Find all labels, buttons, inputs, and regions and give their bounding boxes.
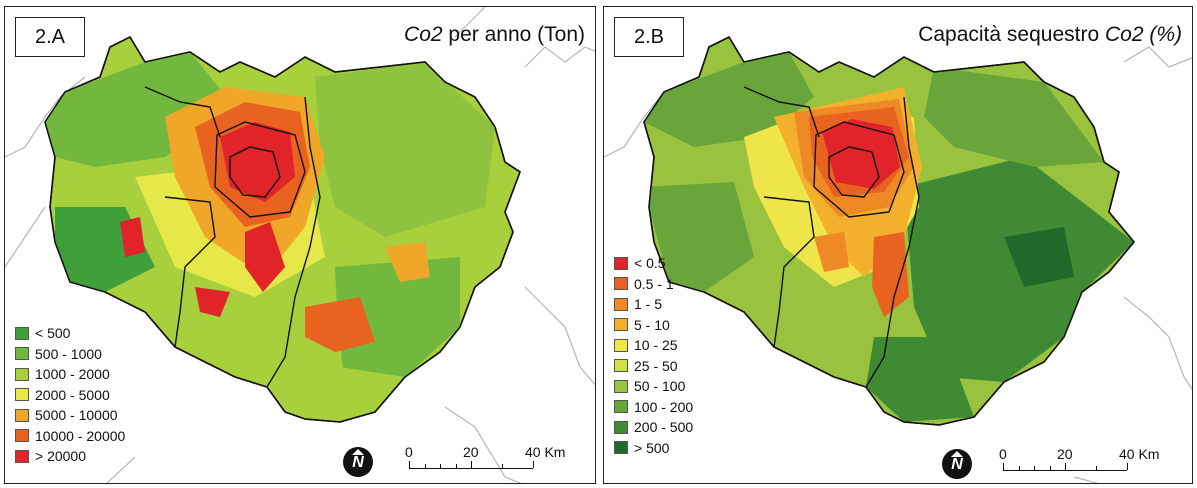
scale-line: [409, 468, 533, 469]
legend-label: 50 - 100: [634, 378, 686, 395]
scale-tick: [440, 464, 441, 468]
legend-label: 5000 - 10000: [35, 407, 118, 424]
legend-label: 200 - 500: [634, 419, 694, 436]
legend-item: < 500: [15, 323, 125, 344]
legend-item: 100 - 200: [614, 397, 693, 418]
panel-id-label: 2.A: [15, 17, 85, 57]
legend-item: 2000 - 5000: [15, 385, 125, 406]
legend-item: 10 - 25: [614, 335, 693, 356]
legend: < 0.5 0.5 - 1 1 - 5 5 - 10 10 - 25 25 - 50 50 …: [614, 253, 693, 458]
legend-label: > 500: [634, 439, 670, 456]
map-panel-co2-sequestration: 2.B Capacità sequestro Co2 (%) < 0.5 0.5 …: [603, 6, 1193, 484]
scale-tick: [1127, 463, 1128, 470]
legend-swatch: [614, 297, 628, 311]
map-title-italic: Co2 (%): [1104, 23, 1182, 46]
legend-swatch: [15, 326, 29, 340]
department-borders: [643, 36, 1135, 426]
choropleth-map: [5, 7, 595, 483]
scale-tick: [1003, 463, 1004, 470]
department-borders: [44, 36, 521, 423]
legend-swatch: [614, 359, 628, 373]
legend-label: < 0.5: [634, 255, 666, 272]
legend-label: 5 - 10: [634, 316, 670, 333]
legend-label: 2000 - 5000: [35, 386, 110, 403]
legend-label: 0.5 - 1: [634, 275, 674, 292]
legend-item: 5000 - 10000: [15, 405, 125, 426]
legend-item: 500 - 1000: [15, 344, 125, 365]
scale-tick: [1018, 466, 1020, 470]
scale-tick: [502, 464, 503, 468]
legend-label: 10 - 25: [634, 337, 678, 354]
panel-id-label: 2.B: [614, 17, 684, 57]
north-arrow-icon: N: [343, 447, 373, 477]
scale-line: [1003, 470, 1127, 471]
scale-tick: [1065, 463, 1066, 470]
legend-item: 25 - 50: [614, 356, 693, 377]
scale-label-20: 20: [463, 444, 479, 460]
scale-label-20: 20: [1057, 446, 1073, 462]
legend-item: 0.5 - 1: [614, 274, 693, 295]
north-arrow-label: N: [352, 454, 364, 471]
map-title-text: per anno (Ton): [442, 23, 585, 46]
legend-swatch: [15, 429, 29, 443]
scale-bar: 0 20 40 Km: [999, 441, 1169, 481]
choropleth-map: [604, 35, 1192, 483]
scale-label-40: 40 Km: [525, 444, 566, 460]
legend-item: 50 - 100: [614, 376, 693, 397]
legend-swatch: [614, 318, 628, 332]
legend-label: < 500: [35, 325, 71, 342]
map-title-text: Capacità sequestro: [918, 23, 1105, 46]
neighbouring-borders: [604, 46, 1192, 483]
scale-label-0: 0: [405, 444, 413, 460]
legend-item: < 0.5: [614, 253, 693, 274]
legend-item: > 500: [614, 438, 693, 459]
legend-swatch: [614, 420, 628, 434]
scale-tick: [409, 461, 410, 468]
legend-item: 1000 - 2000: [15, 364, 125, 385]
choropleth-zones: [45, 52, 495, 419]
north-arrow-icon: N: [942, 449, 972, 479]
legend-swatch: [15, 408, 29, 422]
legend-label: 10000 - 20000: [35, 427, 126, 444]
legend-swatch: [614, 277, 628, 291]
legend-swatch: [614, 441, 628, 455]
scale-tick: [455, 464, 457, 468]
legend-swatch: [614, 338, 628, 352]
legend-label: > 20000: [35, 448, 86, 465]
legend-swatch: [15, 388, 29, 402]
legend-swatch: [15, 347, 29, 361]
legend-label: 500 - 1000: [35, 345, 102, 362]
legend-swatch: [15, 367, 29, 381]
scale-tick: [1096, 466, 1097, 470]
legend-item: 200 - 500: [614, 417, 693, 438]
map-title: Capacità sequestro Co2 (%): [918, 23, 1182, 47]
scale-label-0: 0: [999, 446, 1007, 462]
scale-tick: [1049, 466, 1051, 470]
scale-tick: [471, 461, 472, 468]
legend-item: 10000 - 20000: [15, 426, 125, 447]
scale-label-40: 40 Km: [1119, 446, 1160, 462]
legend-swatch: [15, 449, 29, 463]
legend-swatch: [614, 400, 628, 414]
legend-swatch: [614, 256, 628, 270]
map-panel-co2-per-year: 2.A Co2 per anno (Ton) < 500 500 - 1000 10…: [4, 6, 596, 484]
legend-item: 1 - 5: [614, 294, 693, 315]
map-title-italic: Co2: [404, 23, 443, 46]
legend-label: 25 - 50: [634, 357, 678, 374]
legend-swatch: [614, 379, 628, 393]
scale-bar: 0 20 40 Km: [405, 439, 575, 479]
legend-item: > 20000: [15, 446, 125, 467]
north-arrow-label: N: [951, 456, 963, 473]
scale-tick: [533, 461, 534, 468]
map-title: Co2 per anno (Ton): [404, 23, 585, 47]
legend: < 500 500 - 1000 1000 - 2000 2000 - 5000 500…: [15, 323, 125, 467]
scale-tick: [424, 464, 426, 468]
legend-label: 1000 - 2000: [35, 366, 110, 383]
legend-item: 5 - 10: [614, 315, 693, 336]
choropleth-zones: [644, 52, 1134, 422]
legend-label: 100 - 200: [634, 398, 694, 415]
legend-label: 1 - 5: [634, 296, 663, 313]
scale-tick: [1034, 466, 1035, 470]
